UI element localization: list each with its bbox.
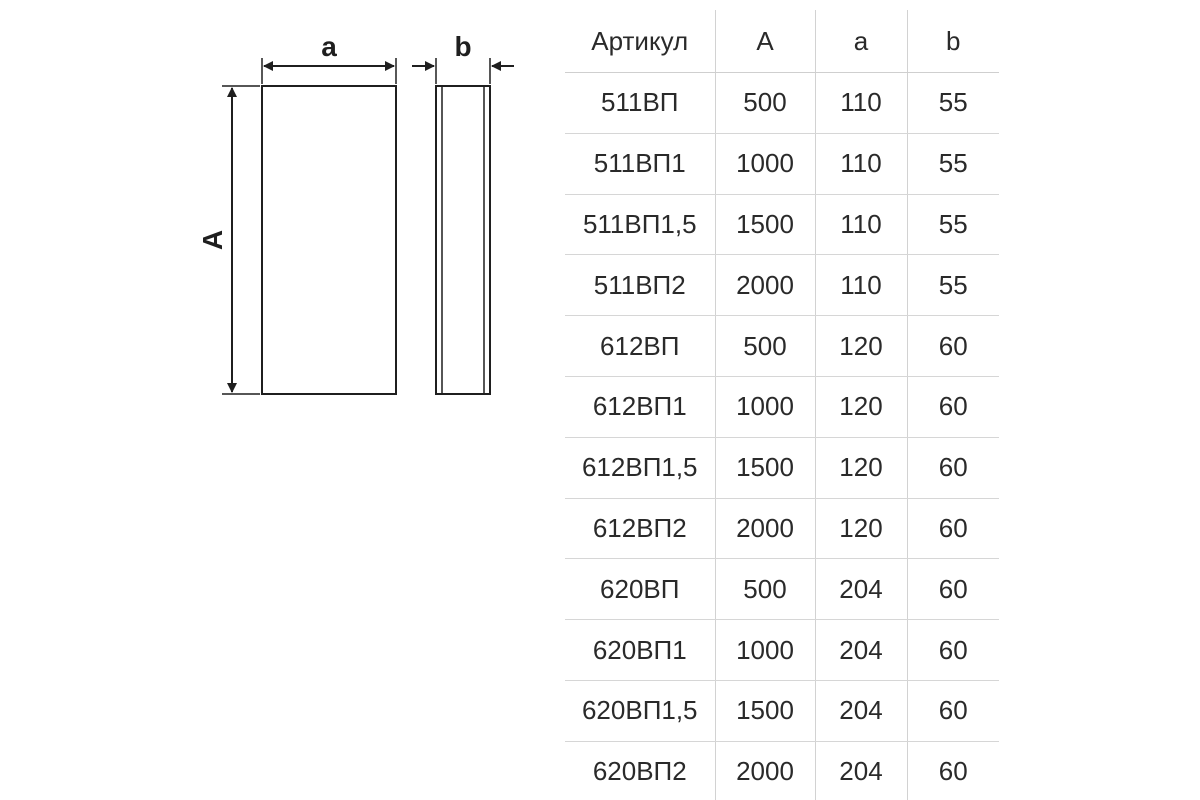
article-cell: 612ВП [565, 315, 715, 377]
size-a-cell: 204 [814, 680, 907, 742]
size-a-cell: 120 [814, 437, 907, 499]
size-A-cell: 1500 [714, 194, 815, 256]
size-b-cell: 55 [906, 254, 999, 317]
size-A-cell: 2000 [714, 254, 815, 317]
size-b-cell: 60 [906, 437, 999, 499]
size-A-cell: 2000 [714, 498, 815, 560]
size-A-cell: 1500 [714, 680, 815, 742]
article-cell: 511ВП1 [565, 133, 715, 195]
dimension-A-label: A [197, 230, 228, 250]
size-b-cell: 60 [906, 741, 999, 800]
size-A-cell: 500 [714, 72, 815, 134]
header-a: a [814, 10, 907, 73]
size-a-cell: 110 [814, 72, 907, 134]
size-b-cell: 60 [906, 498, 999, 560]
size-A-cell: 1000 [714, 619, 815, 681]
size-A-cell: 1000 [714, 133, 815, 195]
dimension-drawing: a b A [197, 31, 514, 395]
size-a-cell: 204 [814, 619, 907, 681]
dimension-A: A [197, 85, 260, 395]
header-A: A [714, 10, 815, 73]
size-a-cell: 110 [814, 254, 907, 317]
article-cell: 620ВП2 [592, 756, 687, 787]
article-cell: 620ВП1,5 [565, 680, 715, 742]
size-b-cell: 60 [906, 558, 999, 621]
header-b: b [906, 10, 999, 73]
size-b-cell: 55 [906, 72, 999, 134]
dimension-b: b [412, 31, 514, 84]
size-A-cell: 2000 [714, 741, 815, 800]
size-b-cell: 60 [906, 680, 999, 742]
size-b-cell: 55 [906, 133, 999, 195]
size-A-cell: 500 [714, 558, 815, 621]
size-b-cell: 60 [906, 619, 999, 681]
article-cell: 511ВП2 [565, 254, 715, 317]
front-view-outline [261, 85, 397, 395]
article-cell: 612ВП1 [565, 376, 715, 438]
size-a-cell: 204 [814, 558, 907, 621]
article-cell: 511ВП [565, 72, 715, 134]
header-article: Артикул [565, 10, 715, 73]
dimension-b-label: b [454, 31, 471, 62]
size-A-cell: 1000 [714, 376, 815, 438]
size-A-cell: 500 [714, 315, 815, 377]
dimension-a-label: a [321, 31, 337, 62]
side-view-outline [435, 85, 491, 395]
article-cell: 612ВП1,5 [565, 437, 715, 499]
size-A-cell: 1500 [714, 437, 815, 499]
article-cell: 612ВП2 [565, 498, 715, 560]
size-a-cell: 110 [814, 194, 907, 256]
article-cell: 511ВП1,5 [565, 194, 715, 256]
size-a-cell: 120 [814, 315, 907, 377]
dimension-a: a [261, 31, 397, 84]
article-cell: 620ВП [565, 558, 715, 621]
size-a-cell: 120 [814, 376, 907, 438]
size-a-cell: 120 [814, 498, 907, 560]
size-a-cell: 204 [814, 741, 907, 800]
size-a-cell: 110 [814, 133, 907, 195]
article-cell: 620ВП1 [565, 619, 715, 681]
size-b-cell: 55 [906, 194, 999, 256]
size-b-cell: 60 [906, 315, 999, 377]
size-b-cell: 60 [906, 376, 999, 438]
